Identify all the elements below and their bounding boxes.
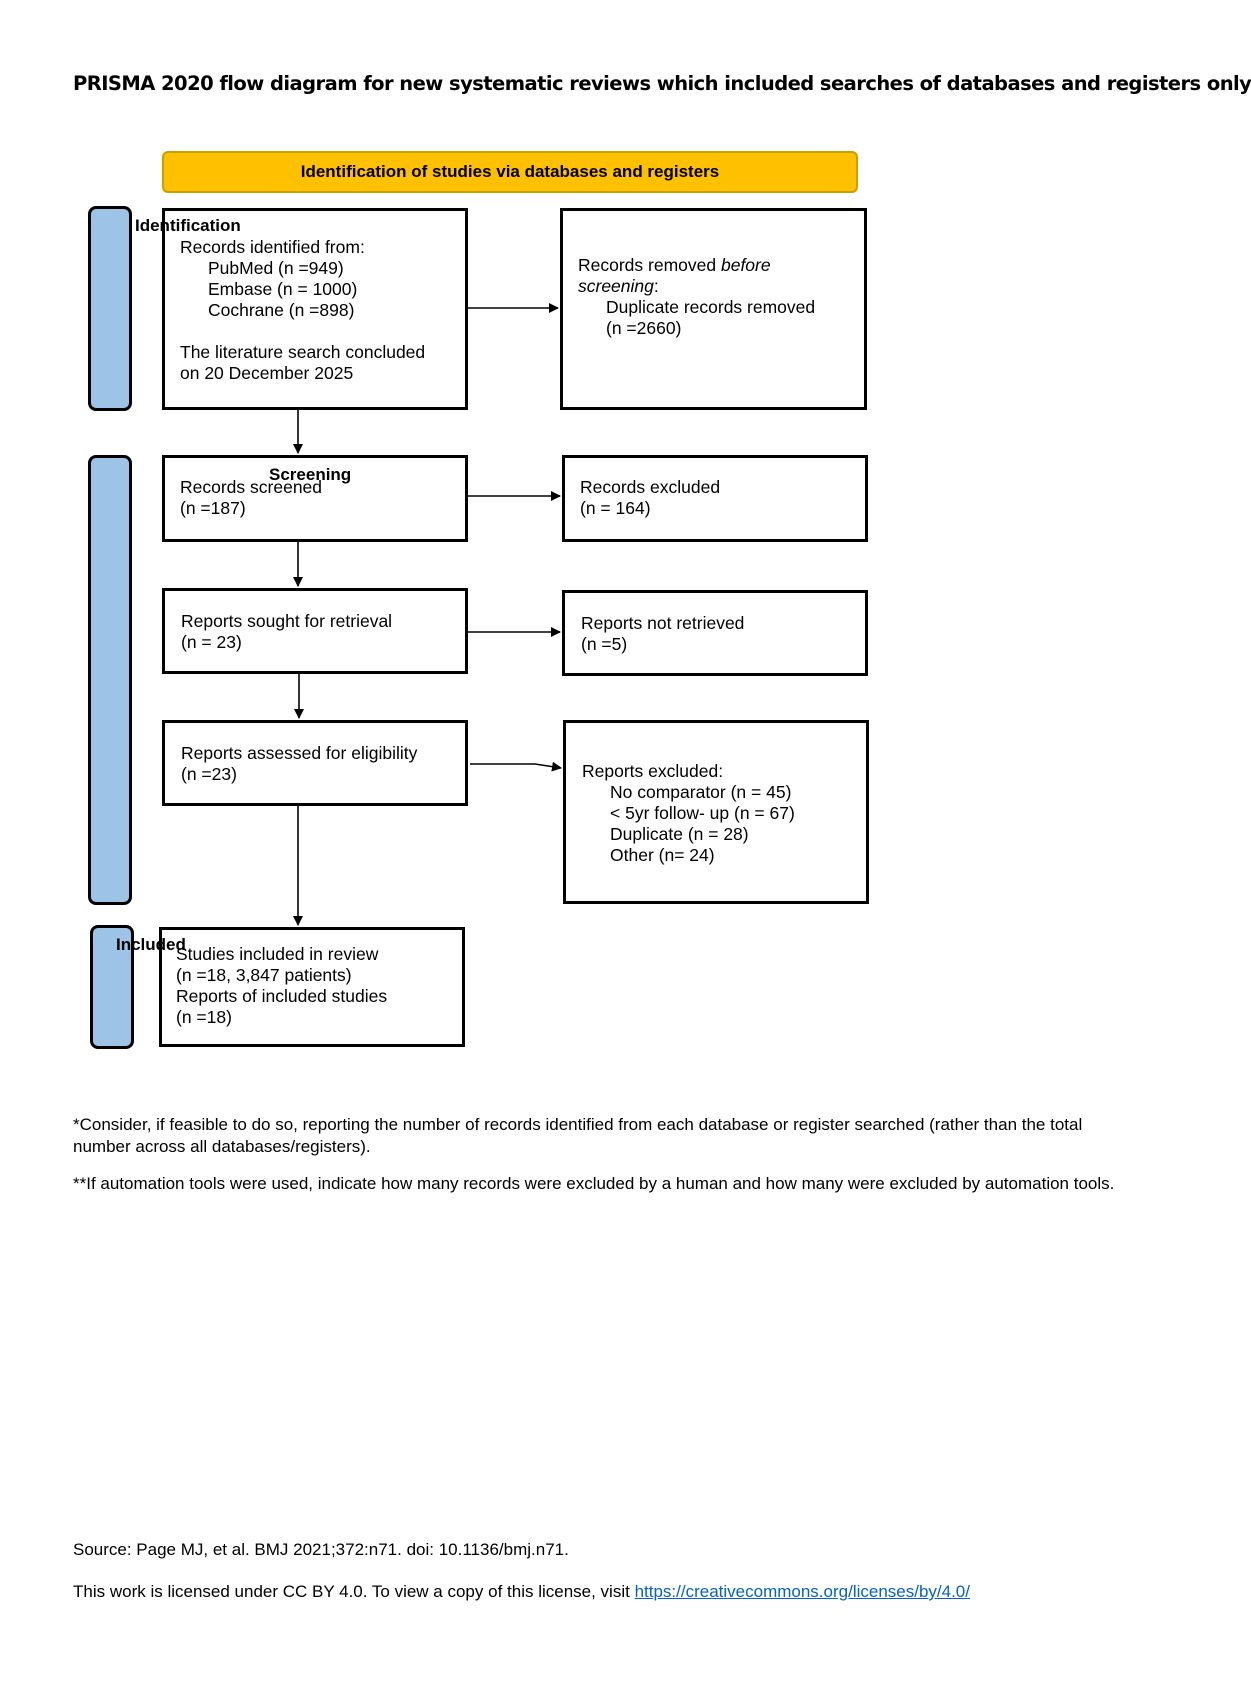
records-screened-count: (n =187) [180, 498, 246, 518]
stage-bar-screening [88, 455, 132, 905]
duplicate-records-removed: Duplicate records removed [606, 297, 816, 317]
records-removed-colon: : [653, 276, 659, 296]
stage-bar-included [90, 925, 134, 1049]
box-records-excluded: Records excluded (n = 164) [562, 455, 868, 542]
reports-not-retrieved-label: Reports not retrieved [581, 613, 745, 633]
license-prefix: This work is licensed under CC BY 4.0. T… [73, 1582, 635, 1601]
studies-included-label: Studies included in review [176, 944, 379, 964]
reason-duplicate: Duplicate (n = 28) [610, 824, 749, 844]
records-screened-label: Records screened [180, 477, 323, 497]
reason-other: Other (n= 24) [610, 845, 715, 865]
arrow-assessed-to-excluded [470, 761, 562, 772]
source-citation: Source: Page MJ, et al. BMJ 2021;372:n71… [73, 1540, 569, 1559]
banner-label: Identification of studies via databases … [300, 162, 720, 181]
stage-label-included: Included [116, 935, 186, 954]
reports-excluded-heading: Reports excluded: [582, 761, 724, 781]
box-records-identified: Records identified from: PubMed (n =949)… [162, 208, 468, 410]
flow-arrows [293, 303, 562, 926]
stage-bar-identification [88, 206, 132, 411]
footnote-automation: **If automation tools were used, indicat… [73, 1174, 1115, 1193]
reason-no-comparator: No comparator (n = 45) [610, 782, 792, 802]
records-removed-line1: Records removed before [578, 255, 864, 276]
reports-included-label: Reports of included studies [176, 986, 388, 1006]
box-reports-excluded: Reports excluded: No comparator (n = 45)… [563, 720, 869, 904]
records-removed-prefix: Records removed [578, 255, 721, 275]
box-reports-sought: Reports sought for retrieval (n = 23) [162, 588, 468, 674]
source-cochrane: Cochrane (n =898) [208, 300, 355, 320]
search-concluded-line1: The literature search concluded [180, 342, 426, 362]
box-records-screened: Records screened (n =187) [162, 455, 468, 542]
records-removed-screening: screening [578, 276, 654, 296]
studies-included-count: (n =18, 3,847 patients) [176, 965, 352, 985]
reports-assessed-label: Reports assessed for eligibility [181, 743, 418, 763]
reports-assessed-count: (n =23) [181, 764, 237, 784]
box-records-removed: Records removed before screening: Duplic… [560, 208, 867, 410]
reason-follow-up: < 5yr follow- up (n = 67) [610, 803, 795, 823]
records-identified-heading: Records identified from: [180, 237, 365, 257]
reports-included-count: (n =18) [176, 1007, 232, 1027]
source-pubmed: PubMed (n =949) [208, 258, 344, 278]
box-reports-not-retrieved: Reports not retrieved (n =5) [562, 590, 868, 676]
duplicate-records-count: (n =2660) [606, 318, 682, 338]
license-text: This work is licensed under CC BY 4.0. T… [73, 1582, 970, 1602]
box-reports-assessed: Reports assessed for eligibility (n =23) [162, 720, 468, 806]
reports-not-retrieved-count: (n =5) [581, 634, 628, 654]
banner-identification-of-studies: Identification of studies via databases … [162, 151, 858, 193]
search-concluded-line2: on 20 December 2025 [180, 363, 354, 383]
stage-label-screening: Screening [269, 465, 352, 484]
reports-sought-label: Reports sought for retrieval [181, 611, 393, 631]
page-title: PRISMA 2020 flow diagram for new systema… [73, 72, 1251, 95]
license-link[interactable]: https://creativecommons.org/licenses/by/… [634, 1582, 970, 1601]
records-removed-before: before [720, 255, 771, 275]
box-studies-included: Studies included in review (n =18, 3,847… [159, 927, 465, 1047]
records-removed-line2: screening: [578, 276, 864, 297]
footnote-consider: *Consider, if feasible to do so, reporti… [73, 1115, 1083, 1156]
records-excluded-label: Records excluded [580, 477, 721, 497]
stage-label-identification: Identification [135, 216, 241, 235]
reports-sought-count: (n = 23) [181, 632, 242, 652]
source-embase: Embase (n = 1000) [208, 279, 358, 299]
records-excluded-count: (n = 164) [580, 498, 651, 518]
